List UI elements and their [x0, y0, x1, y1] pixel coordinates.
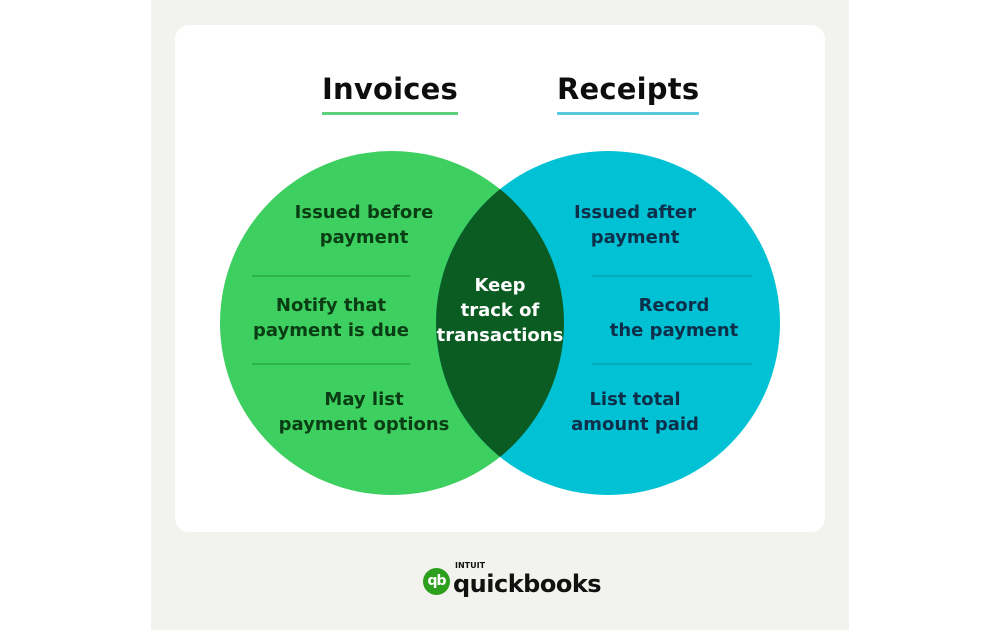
quickbooks-logo: qb INTUIT quickbooks: [423, 561, 602, 598]
receipts-underline: [557, 112, 700, 115]
quickbooks-mark-icon: qb: [423, 567, 450, 595]
receipts-heading-text: Receipts: [557, 72, 700, 106]
quickbooks-wordmark: quickbooks: [453, 570, 602, 598]
overlap-region: [436, 151, 564, 495]
intuit-label: INTUIT: [455, 561, 486, 570]
invoices-underline: [322, 112, 458, 115]
invoices-heading-text: Invoices: [322, 72, 458, 106]
invoices-heading: Invoices: [322, 72, 458, 115]
receipts-heading: Receipts: [557, 72, 700, 115]
